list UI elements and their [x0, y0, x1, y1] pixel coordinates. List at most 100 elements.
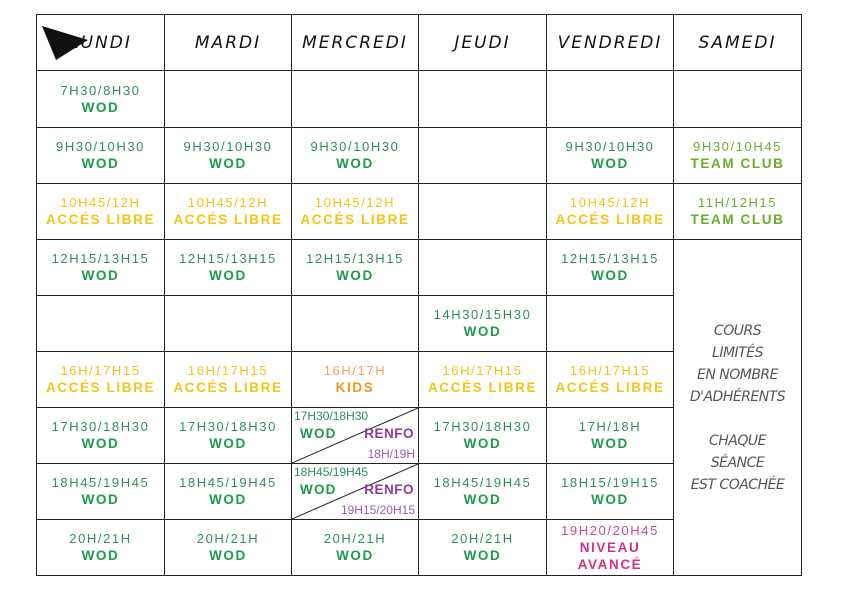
- class-time: 7H30/8H30: [60, 82, 141, 98]
- class-name: WOD: [591, 492, 629, 507]
- class-time: 17H30/18H30: [294, 409, 369, 423]
- class-name: WOD: [300, 482, 337, 497]
- class-time: 10H45/12H: [187, 195, 269, 210]
- class-cell: 20H/21H WOD: [418, 519, 547, 576]
- class-time: 18H45/19H45: [51, 475, 150, 490]
- class-name: WOD: [209, 436, 247, 451]
- class-name: WOD: [81, 156, 120, 171]
- class-name: ACCÉS LIBRE: [427, 380, 538, 395]
- class-name: WOD: [463, 324, 502, 339]
- class-cell: 20H/21H WOD: [36, 519, 165, 576]
- note-line: EN NOMBRE: [696, 366, 779, 383]
- class-time: 16H/17H15: [187, 363, 269, 378]
- class-name: ACCÉS LIBRE: [300, 212, 410, 227]
- class-time: 18H45/19H45: [294, 465, 369, 479]
- class-time: 16H/17H15: [442, 363, 523, 378]
- class-name: ACCÉS LIBRE: [45, 380, 156, 395]
- empty-cell: [418, 70, 547, 128]
- class-time: 9H30/10H30: [183, 139, 273, 154]
- empty-cell: [546, 295, 674, 352]
- info-note: COURS LIMITÉS EN NOMBRE D'ADHÉRENTS CHAQ…: [675, 320, 801, 496]
- class-time: 20H/21H: [323, 531, 387, 546]
- class-name: TEAM CLUB: [690, 156, 785, 171]
- note-line: EST COACHÉE: [690, 476, 785, 493]
- class-name: KIDS: [335, 380, 375, 395]
- class-time: 18H45/19H45: [433, 475, 532, 490]
- header-row: LUNDI MARDI MERCREDI JEUDI VENDREDI SAME…: [36, 14, 802, 71]
- note-line: COURS: [713, 322, 762, 339]
- class-time: 19H15/20H15: [340, 503, 415, 517]
- class-name: WOD: [591, 436, 629, 451]
- class-time: 19H20/20H45: [561, 522, 659, 538]
- class-cell: 17H/18H WOD: [546, 407, 674, 464]
- day-jeudi: JEUDI: [418, 14, 547, 71]
- class-time: 12H15/13H15: [51, 251, 150, 266]
- class-name: WOD: [81, 99, 120, 115]
- class-name: ACCÉS LIBRE: [45, 212, 156, 227]
- class-time: 12H15/13H15: [179, 251, 277, 266]
- note-line: SÉANCE: [710, 454, 765, 471]
- class-name: TEAM CLUB: [690, 212, 785, 227]
- empty-cell: [546, 70, 674, 128]
- class-name: WOD: [209, 548, 247, 563]
- class-name: WOD: [81, 436, 120, 451]
- class-time: 12H15/13H15: [306, 251, 404, 266]
- class-name: AVANCÉ: [577, 556, 643, 572]
- day-samedi: SAMEDI: [673, 14, 802, 71]
- class-time: 17H/18H: [578, 419, 642, 434]
- class-time: 20H/21H: [451, 531, 514, 546]
- day-vendredi: VENDREDI: [546, 14, 674, 71]
- class-time: 14H30/15H30: [433, 307, 532, 322]
- split-class-cell: 17H30/18H30 WOD RENFO 18H/19H: [291, 407, 419, 464]
- note-line: CHAQUE: [709, 432, 767, 449]
- day-lundi: LUNDI: [36, 14, 165, 71]
- info-note-cell: COURS LIMITÉS EN NOMBRE D'ADHÉRENTS CHAQ…: [673, 239, 802, 576]
- class-time: 10H45/12H: [569, 195, 651, 210]
- empty-cell: [291, 295, 419, 352]
- class-time: 16H/17H15: [60, 363, 141, 378]
- class-name: RENFO: [364, 482, 414, 497]
- empty-cell: [291, 70, 419, 128]
- class-name: NIVEAU: [579, 539, 641, 555]
- class-time: 11H/12H15: [697, 195, 778, 210]
- class-name: WOD: [300, 426, 337, 441]
- class-name: WOD: [463, 548, 502, 563]
- class-time: 17H30/18H30: [433, 419, 532, 434]
- diagonal-divider: [292, 464, 418, 519]
- class-time: 20H/21H: [69, 531, 132, 546]
- class-time: 18H15/19H15: [561, 475, 659, 490]
- class-name: WOD: [209, 492, 247, 507]
- class-name: ACCÉS LIBRE: [173, 380, 283, 395]
- empty-cell: [673, 70, 802, 128]
- class-name: WOD: [81, 548, 120, 563]
- triangle-logo-icon: [42, 26, 88, 60]
- class-name: WOD: [591, 156, 629, 171]
